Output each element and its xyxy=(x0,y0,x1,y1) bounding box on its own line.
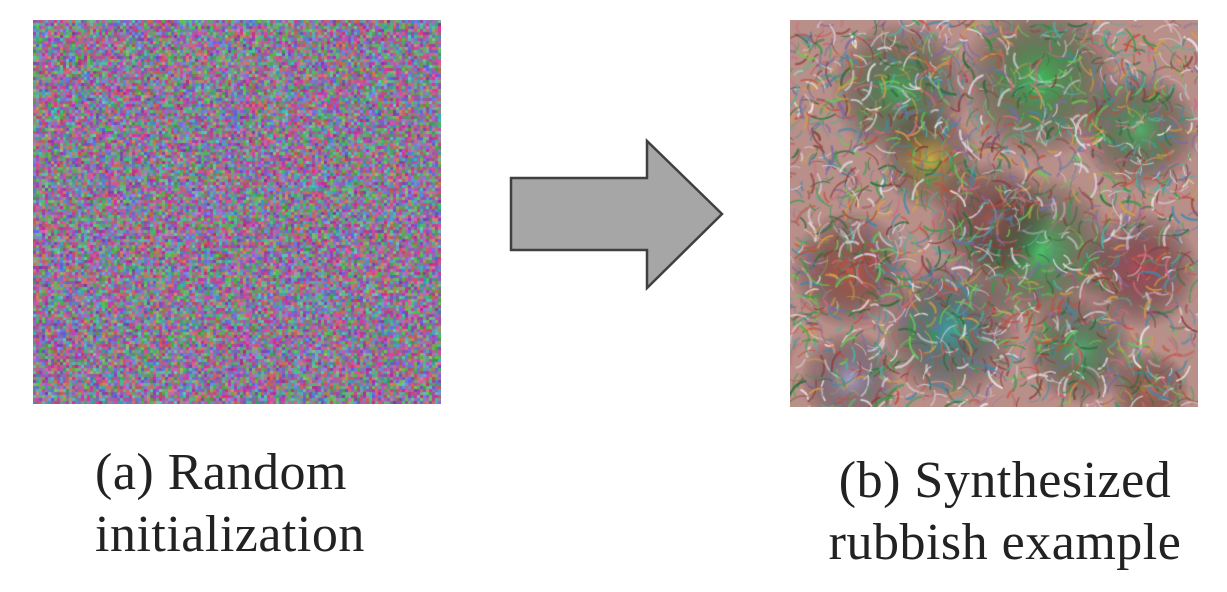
caption-a-line1: (a) Random xyxy=(95,444,347,501)
caption-synthesized-rubbish-example: (b) Synthesized rubbish example xyxy=(805,450,1205,574)
caption-a-line2: initialization xyxy=(95,506,365,563)
caption-b-line2: rubbish example xyxy=(828,514,1182,571)
caption-random-initialization: (a) Random initialization xyxy=(95,442,425,566)
right-arrow-icon xyxy=(509,138,724,291)
caption-b-line1: (b) Synthesized xyxy=(838,452,1172,509)
synthesized-rubbish-image xyxy=(790,20,1198,407)
arrow-shape xyxy=(509,138,724,291)
random-initialization-image xyxy=(33,20,441,404)
